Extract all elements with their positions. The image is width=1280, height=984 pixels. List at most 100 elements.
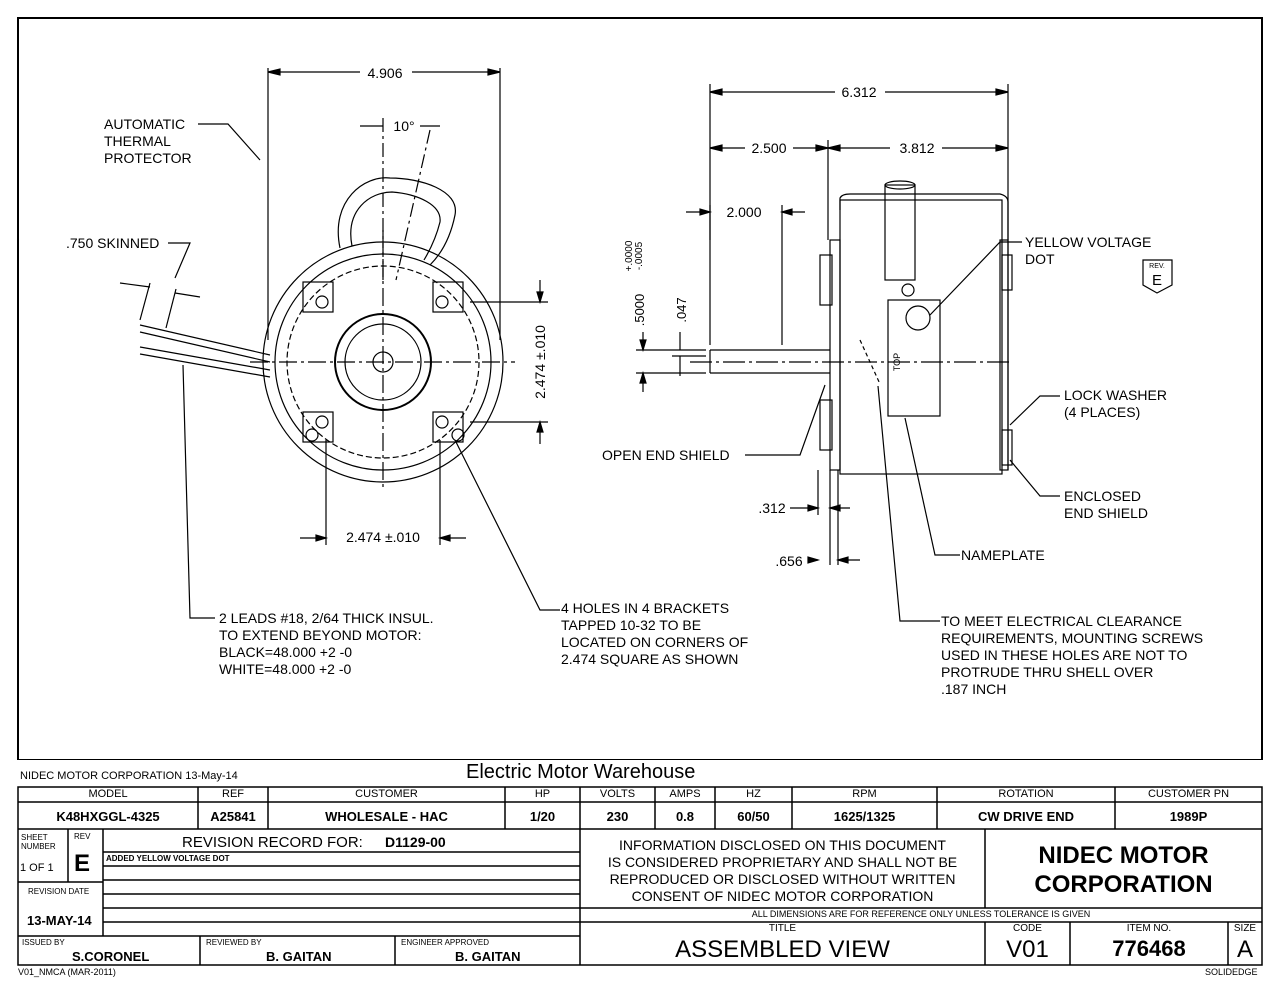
label-yellow-1: YELLOW VOLTAGE <box>1025 234 1151 250</box>
label-nameplate: NAMEPLATE <box>961 547 1045 563</box>
note-holes-1: 4 HOLES IN 4 BRACKETS <box>561 600 729 616</box>
spec-header-hz: HZ <box>746 788 761 800</box>
dim-overall: 6.312 <box>841 84 876 100</box>
notice-line-4: CONSENT OF NIDEC MOTOR CORPORATION <box>631 888 934 904</box>
note-clearance-1: TO MEET ELECTRICAL CLEARANCE <box>941 613 1182 629</box>
note-holes-4: 2.474 SQUARE AS SHOWN <box>561 651 738 667</box>
spec-hz: 60/50 <box>737 809 770 824</box>
spec-header-amps: AMPS <box>669 788 701 800</box>
motor-drawing: 4.906 10° AUTOMATIC THERMAL PROTECTOR .7… <box>17 17 1263 760</box>
sheet-label: SHEET NUMBER <box>21 833 56 851</box>
reference-note: ALL DIMENSIONS ARE FOR REFERENCE ONLY UN… <box>751 909 1091 919</box>
spec-header-rotation: ROTATION <box>998 788 1054 800</box>
label-thermal-3: PROTECTOR <box>104 150 192 166</box>
dim-body: 3.812 <box>899 140 934 156</box>
drawing-title: ASSEMBLED VIEW <box>675 936 890 963</box>
code-label: CODE <box>1013 923 1042 934</box>
item-label: ITEM NO. <box>1126 923 1172 934</box>
rev-badge-value: E <box>1152 272 1162 289</box>
revision-record-value: D1129-00 <box>385 834 446 850</box>
spec-header-rpm: RPM <box>852 788 877 800</box>
drawing-labels: 4.906 10° AUTOMATIC THERMAL PROTECTOR .7… <box>66 65 1203 697</box>
dim-shaft-dia: .5000 <box>632 294 647 327</box>
spec-customer-pn: 1989P <box>1169 809 1208 824</box>
engineer-label: ENGINEER APPROVED <box>401 938 490 947</box>
label-top: TOP <box>892 353 902 371</box>
dim-width: 4.906 <box>367 65 402 81</box>
issued-by-label: ISSUED BY <box>22 938 65 947</box>
rev-label: REV <box>74 832 91 841</box>
spec-model: K48HXGGL-4325 <box>56 809 160 824</box>
size-value: A <box>1236 936 1253 963</box>
note-leads-4: WHITE=48.000 +2 -0 <box>219 661 352 677</box>
spec-rotation: CW DRIVE END <box>977 809 1075 824</box>
note-clearance-5: .187 INCH <box>941 681 1006 697</box>
dim-skinned: .750 SKINNED <box>66 235 159 251</box>
spec-header-hp: HP <box>534 788 551 800</box>
reviewed-by-label: REVIEWED BY <box>206 938 262 947</box>
dim-flat-depth: .047 <box>674 297 689 322</box>
sheet-value: 1 OF 1 <box>20 862 54 874</box>
label-lock-2: (4 PLACES) <box>1064 404 1140 420</box>
revision-entry: ADDED YELLOW VOLTAGE DOT <box>106 854 230 863</box>
note-leads-2: TO EXTEND BEYOND MOTOR: <box>219 627 422 643</box>
label-open-end: OPEN END SHIELD <box>602 447 730 463</box>
spec-header-ref: REF <box>222 788 244 800</box>
dim-656: .656 <box>775 553 802 569</box>
dealer-name: Electric Motor Warehouse <box>466 761 696 783</box>
dim-shaft: 2.500 <box>751 140 786 156</box>
spec-header-customer: CUSTOMER <box>355 788 418 800</box>
form-id: V01_NMCA (MAR-2011) <box>18 967 116 977</box>
spec-amps: 0.8 <box>675 809 695 824</box>
notice-line-2: IS CONSIDERED PROPRIETARY AND SHALL NOT … <box>607 854 958 870</box>
title-label: TITLE <box>768 923 797 934</box>
issued-by: S.CORONEL <box>72 949 150 964</box>
note-clearance-3: USED IN THESE HOLES ARE NOT TO <box>941 647 1187 663</box>
side-view <box>636 84 1173 622</box>
engineer: B. GAITAN <box>455 949 521 964</box>
rev-badge-label: REV. <box>1149 263 1165 270</box>
company-name-1: NIDEC MOTOR <box>1038 842 1209 869</box>
note-clearance-4: PROTRUDE THRU SHELL OVER <box>941 664 1153 680</box>
size-label: SIZE <box>1233 923 1257 934</box>
rev-value: E <box>74 850 91 877</box>
note-holes-3: LOCATED ON CORNERS OF <box>561 634 748 650</box>
spec-volts: 230 <box>606 809 629 824</box>
note-leads-1: 2 LEADS #18, 2/64 THICK INSUL. <box>219 610 434 626</box>
reviewed-by: B. GAITAN <box>266 949 332 964</box>
revision-date-value: 13-MAY-14 <box>27 913 92 928</box>
label-enclosed-1: ENCLOSED <box>1064 488 1141 504</box>
label-thermal-2: THERMAL <box>104 133 171 149</box>
spec-header-volts: VOLTS <box>599 788 636 800</box>
spec-header-model: MODEL <box>88 788 128 800</box>
notice-line-3: REPRODUCED OR DISCLOSED WITHOUT WRITTEN <box>609 871 956 887</box>
spec-rpm: 1625/1325 <box>833 809 896 824</box>
notice-line-1: INFORMATION DISCLOSED ON THIS DOCUMENT <box>619 837 946 853</box>
revision-date-label: REVISION DATE <box>28 887 90 896</box>
label-enclosed-2: END SHIELD <box>1064 505 1148 521</box>
spec-ref: A25841 <box>210 809 256 824</box>
item-value: 776468 <box>1112 936 1186 961</box>
note-leads-3: BLACK=48.000 +2 -0 <box>219 644 352 660</box>
spec-customer: WHOLESALE - HAC <box>325 809 448 824</box>
dim-square-h: 2.474 ±.010 <box>346 529 420 545</box>
software-label: SOLIDEDGE <box>1205 967 1258 977</box>
spec-hp: 1/20 <box>529 809 556 824</box>
label-lock-1: LOCK WASHER <box>1064 387 1167 403</box>
dim-angle: 10° <box>393 118 414 134</box>
revision-record-label: REVISION RECORD FOR: <box>182 834 363 851</box>
note-clearance-2: REQUIREMENTS, MOUNTING SCREWS <box>941 630 1203 646</box>
dim-flat: 2.000 <box>726 204 761 220</box>
code-value: V01 <box>1006 936 1049 963</box>
label-thermal-1: AUTOMATIC <box>104 116 185 132</box>
note-holes-2: TAPPED 10-32 TO BE <box>561 617 701 633</box>
dim-shaft-tol-plus: +.0000 <box>624 240 635 271</box>
front-view <box>119 68 560 619</box>
dim-shaft-tol-minus: -.0005 <box>634 241 645 270</box>
label-yellow-2: DOT <box>1025 251 1055 267</box>
company-date: NIDEC MOTOR CORPORATION 13-May-14 <box>20 770 238 782</box>
dim-312: .312 <box>758 500 785 516</box>
spec-header-customer-pn: CUSTOMER PN <box>1147 788 1230 800</box>
